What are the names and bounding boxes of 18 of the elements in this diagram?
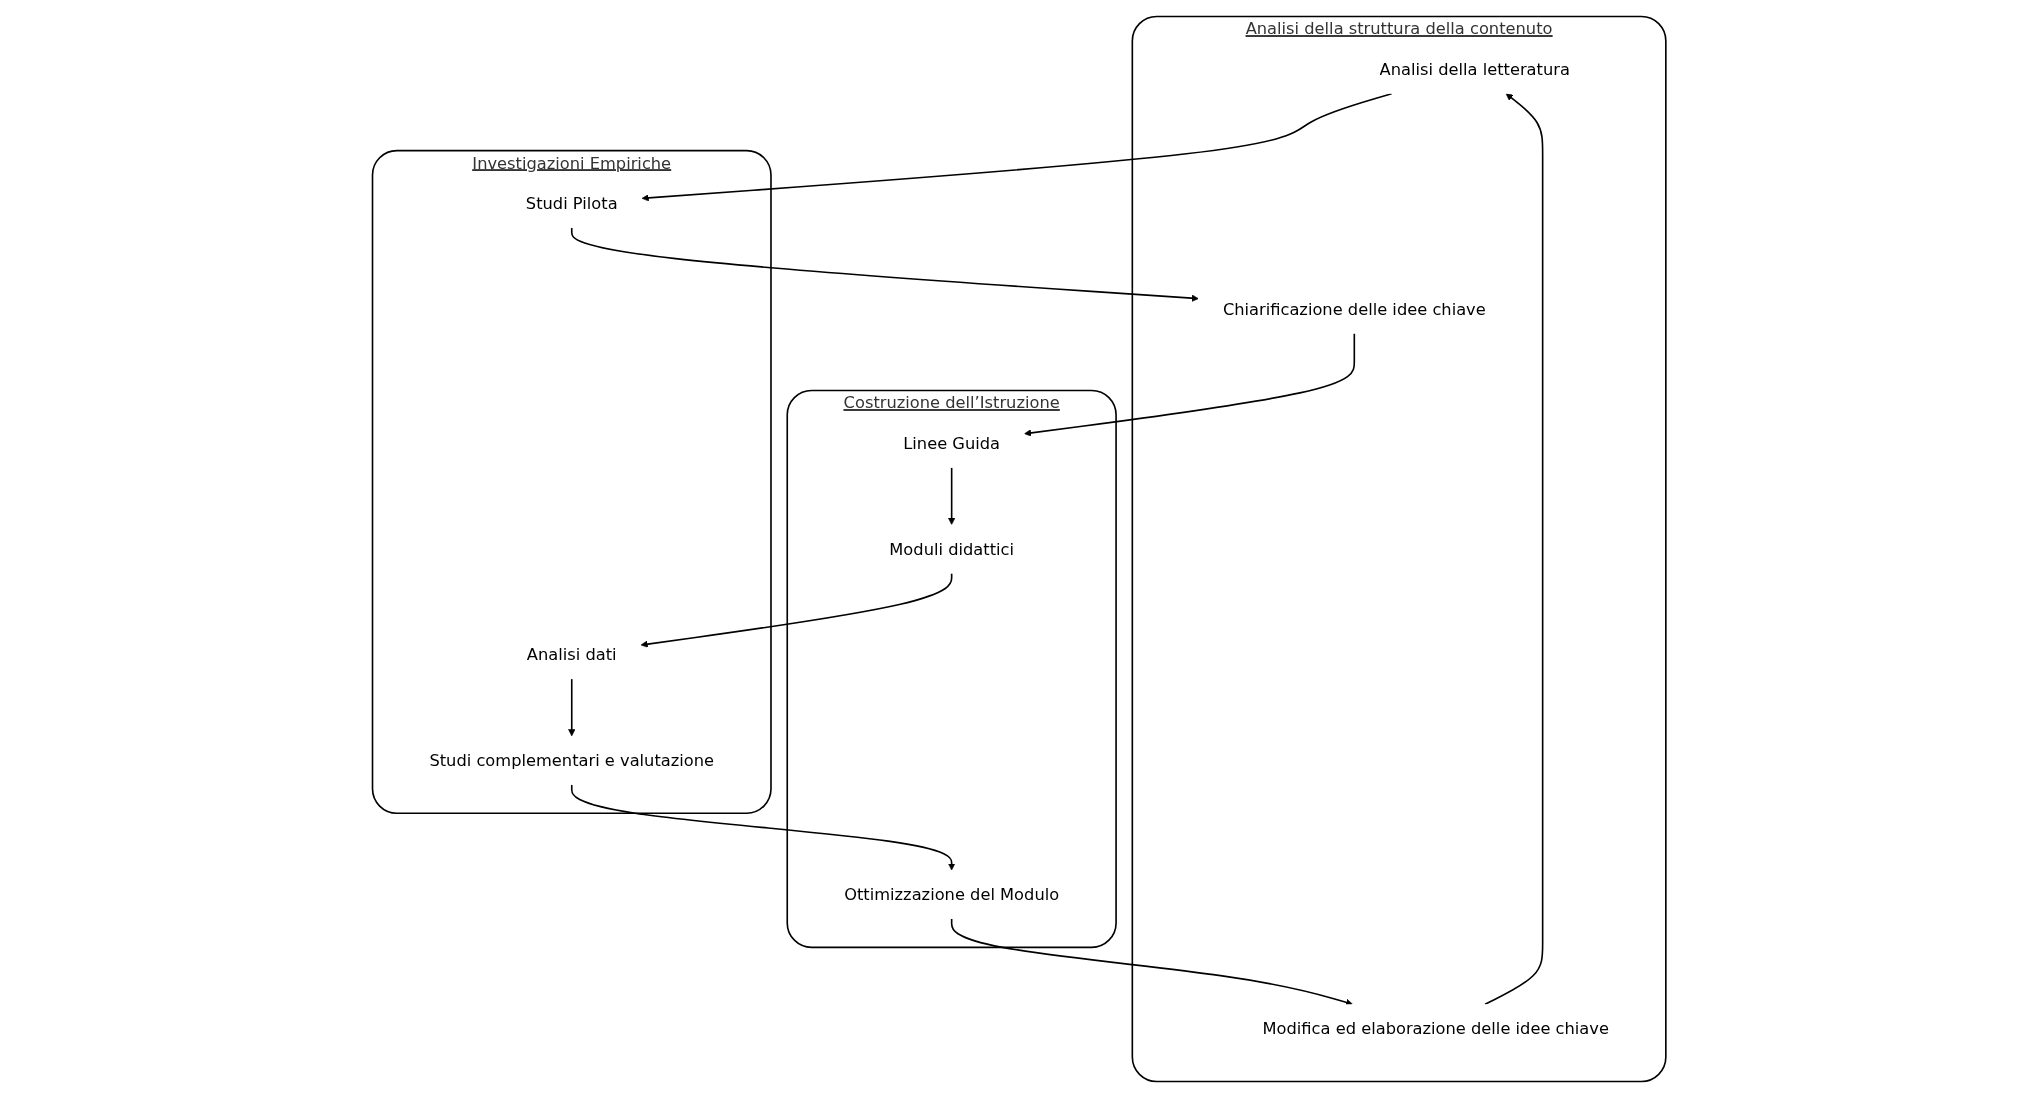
arrow (571, 227, 1200, 302)
arrow (568, 678, 576, 737)
node-text: Analisi della letteratura (1379, 59, 1571, 80)
arrow (642, 92, 1393, 202)
node-text: Studi complementari e valutazione (429, 750, 715, 771)
arrow (951, 918, 1354, 1006)
node-text: Analisi dati (527, 644, 617, 665)
arrow (571, 783, 956, 871)
arrow (1484, 93, 1544, 1006)
node-text: Chiarificazione delle idee chiave (1223, 299, 1487, 319)
node-text: Ottimizzazione del Modulo (844, 884, 1060, 905)
arrow (948, 466, 956, 525)
arrow (1024, 332, 1356, 437)
node-text: Moduli didattici (889, 539, 1015, 559)
node-text: Modifica ed elaborazione delle idee chiave (1262, 1018, 1610, 1039)
node-text: Linee Guida (903, 433, 1001, 454)
arrow (641, 572, 953, 648)
node-text: Studi Pilota (526, 193, 618, 214)
